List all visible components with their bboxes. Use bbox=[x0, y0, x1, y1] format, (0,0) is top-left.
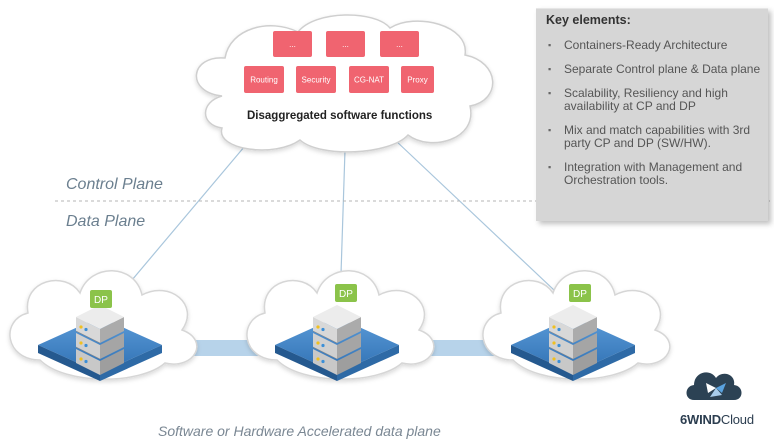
brand-part-2: Cloud bbox=[720, 412, 754, 427]
dp-badge-label: DP bbox=[94, 295, 108, 306]
key-elements-list: Containers-Ready Architecture Separate C… bbox=[546, 39, 761, 198]
key-element-item: Mix and match capabilities with 3rd part… bbox=[546, 124, 761, 150]
key-element-item: Integration with Management and Orchestr… bbox=[546, 161, 761, 187]
dp-badge bbox=[90, 290, 112, 308]
key-element-item: Separate Control plane & Data plane bbox=[546, 63, 761, 77]
function-box-security bbox=[296, 66, 336, 93]
function-box-routing bbox=[244, 66, 284, 93]
function-box-top-2 bbox=[326, 31, 365, 57]
cloud-title: Disaggregated software functions bbox=[247, 110, 433, 122]
connection-line-right bbox=[394, 139, 573, 308]
function-top-label-2: ... bbox=[342, 40, 349, 49]
dp-badge-label: DP bbox=[573, 289, 587, 300]
control-plane-label: Control Plane bbox=[66, 176, 163, 193]
dp-node-2: DP bbox=[246, 269, 435, 382]
dp-badge-label: DP bbox=[339, 289, 353, 300]
key-elements-panel: Key elements: Containers-Ready Architect… bbox=[536, 8, 768, 221]
function-label-cgnat: CG-NAT bbox=[354, 76, 384, 85]
function-label-proxy: Proxy bbox=[407, 76, 427, 85]
key-elements-title: Key elements: bbox=[546, 13, 631, 27]
function-top-label-1: ... bbox=[289, 40, 296, 49]
brand-part-1: 6WIND bbox=[680, 412, 721, 427]
dp-badge bbox=[335, 284, 357, 302]
brand-logo-text: 6WINDCloud bbox=[680, 412, 754, 427]
function-label-security: Security bbox=[302, 76, 331, 85]
dp-badge bbox=[569, 284, 591, 302]
dp-node-1: DP bbox=[9, 269, 198, 382]
function-box-cgnat bbox=[349, 66, 389, 93]
function-top-label-3: ... bbox=[396, 40, 403, 49]
function-label-routing: Routing bbox=[250, 76, 278, 85]
function-boxes-bottom: Routing Security CG-NAT Proxy bbox=[244, 66, 434, 93]
function-box-proxy bbox=[401, 66, 434, 93]
key-element-item: Containers-Ready Architecture bbox=[546, 39, 761, 53]
6wind-cloud-logo-icon bbox=[686, 372, 742, 400]
key-element-item: Scalability, Resiliency and high availab… bbox=[546, 87, 761, 113]
dp-node-3: DP bbox=[482, 269, 671, 382]
function-box-top-3 bbox=[380, 31, 419, 57]
function-boxes-top: ... ... ... bbox=[273, 31, 419, 57]
data-plane-caption: Software or Hardware Accelerated data pl… bbox=[158, 423, 441, 439]
data-plane-label: Data Plane bbox=[66, 213, 146, 230]
function-box-top-1 bbox=[273, 31, 312, 57]
